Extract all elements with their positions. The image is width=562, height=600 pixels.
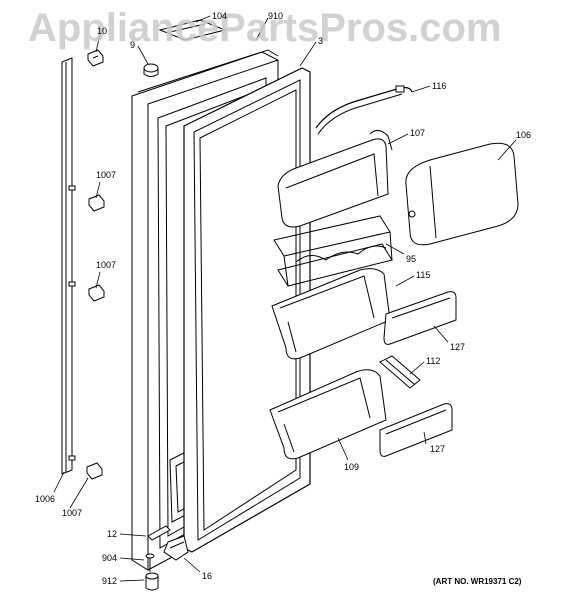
callout-106: 106 (516, 130, 532, 140)
callout-109: 109 (344, 462, 360, 472)
callout-127-upper: 127 (450, 342, 466, 352)
door-clip-middle (88, 284, 105, 302)
hinge-screw (147, 525, 171, 541)
door-clip-lower (86, 462, 103, 480)
door-hinge-strip (61, 57, 76, 475)
door-top-cap (158, 19, 227, 41)
callout-95: 95 (406, 254, 417, 264)
callout-904: 904 (102, 553, 118, 563)
mounting-screw (145, 553, 155, 572)
callout-115: 115 (416, 270, 431, 280)
hinge-bushing (145, 572, 159, 591)
door-clip-top (87, 49, 104, 67)
callout-912: 912 (102, 576, 118, 586)
callout-1007-middle: 1007 (96, 260, 117, 270)
door-bushing (143, 63, 159, 77)
bin-front-panel-lower (379, 403, 453, 457)
callout-910: 910 (268, 11, 284, 21)
callout-107: 107 (410, 128, 426, 138)
callout-10: 10 (97, 26, 108, 36)
callout-116: 116 (432, 81, 447, 91)
callout-1007-lower: 1007 (62, 508, 83, 518)
callout-3: 3 (318, 36, 324, 46)
door-bin-upper (277, 130, 393, 228)
door-wire-rack (273, 215, 393, 287)
bin-rail (315, 85, 413, 135)
callout-leader-lines (53, 15, 517, 582)
door-bin-lower (269, 369, 387, 460)
callout-127-lower: 127 (430, 444, 446, 454)
bin-clip (379, 355, 421, 389)
watermark-logo-text: AppliancePartsPros.com (28, 6, 502, 50)
callout-16: 16 (202, 571, 213, 581)
door-clip-upper (88, 194, 105, 212)
callout-1006: 1006 (35, 494, 56, 504)
callout-112: 112 (426, 356, 441, 366)
art-number: (ART NO. WR19371 C2) (433, 577, 522, 586)
callout-1007-upper: 1007 (96, 170, 117, 180)
callout-12: 12 (107, 529, 118, 539)
door-hinge-bracket (163, 535, 189, 561)
bin-front-panel-upper (383, 291, 457, 345)
snack-drawer-cover (405, 142, 519, 246)
callout-104: 104 (212, 11, 228, 21)
callout-9: 9 (130, 40, 136, 50)
